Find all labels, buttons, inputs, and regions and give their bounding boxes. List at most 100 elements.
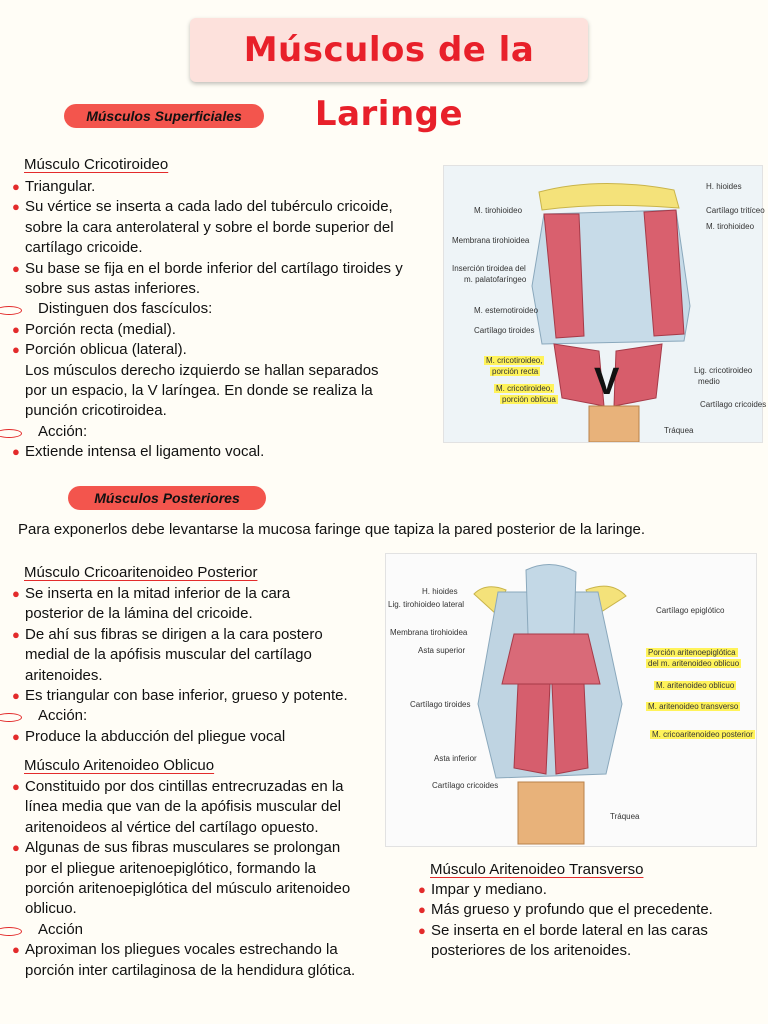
text-line: Acción:: [0, 706, 390, 726]
line-text: Los músculos derecho izquierdo se hallan…: [25, 361, 379, 379]
larynx-anterior-illustration: [531, 183, 691, 442]
figure-label: porción oblicua: [500, 395, 558, 404]
text-line: porción inter cartilaginosa de la hendid…: [10, 961, 390, 981]
line-text: Se inserta en la mitad inferior de la ca…: [25, 585, 291, 602]
line-text: Más grueso y profundo que el precedente.: [431, 901, 713, 919]
heading-cricoaritenoideo-posterior: Músculo Cricoaritenoideo Posterior: [24, 564, 258, 581]
figure-label: m. palatofaríngeo: [464, 275, 527, 284]
figure-label: Cartílago epiglótico: [656, 606, 725, 615]
line-text: por el pliegue aritenoepiglótico, forman…: [25, 859, 317, 877]
line-text: posterior de la lámina del cricoide.: [25, 605, 253, 623]
text-line: punción cricotiroidea.: [10, 401, 450, 421]
line-text: posteriores de los aritenoides.: [431, 942, 632, 960]
text-line: ● Triangular.: [10, 177, 450, 197]
text-line: medial de la apófisis muscular del cartí…: [10, 645, 390, 665]
bullet-icon: ●: [418, 902, 426, 918]
intro-posteriores: Para exponerlos debe levantarse la mucos…: [18, 521, 646, 538]
line-text: Porción oblicua (lateral).: [25, 341, 187, 359]
text-line: sobre la cara anterolateral y sobre el b…: [10, 218, 450, 238]
text-line: aritenoides.: [10, 666, 390, 686]
figure-label: Cartílago tritíceo: [706, 206, 765, 215]
line-text: oblicuo.: [25, 900, 77, 918]
text-line: ● Porción oblicua (lateral).: [10, 340, 450, 360]
text-line: por el pliegue aritenoepiglótico, forman…: [10, 859, 390, 879]
line-text: aritenoideos al vértice del cartílago op…: [25, 818, 319, 836]
text-line: ●Su base se fija en el borde inferior de…: [10, 259, 450, 279]
line-text: Su vértice se inserta a cada lado del tu…: [25, 198, 393, 216]
figure-label: M. cricotiroideo,: [494, 384, 555, 393]
bullet-icon: ●: [12, 942, 20, 958]
figure-label: Asta superior: [418, 646, 466, 655]
text-line: ●Constituido por dos cintillas entrecruz…: [10, 777, 390, 797]
bullet-icon: ●: [12, 179, 20, 194]
bullet-icon: ●: [12, 626, 20, 642]
line-text: cartílago cricoide.: [25, 239, 143, 257]
bullet-icon: ●: [12, 688, 20, 704]
line-text: Produce la abducción del pliegue vocal: [25, 727, 286, 745]
bullet-icon: ●: [12, 199, 20, 215]
text-line: sobre sus astas inferiores.: [10, 279, 450, 299]
bullet-icon: ●: [12, 779, 20, 794]
figure-label: del m. aritenoideo oblicuo: [646, 659, 742, 668]
text-line: ● Es triangular con base inferior, grueso…: [10, 686, 390, 706]
figure-label: M. tirohioideo: [706, 222, 755, 231]
section-pill-superficiales: Músculos Superficiales: [64, 104, 264, 128]
figure-label: medio: [698, 377, 720, 386]
figure-label: M. aritenoideo oblicuo: [654, 681, 737, 690]
figure-label: Lig. tirohioideo lateral: [388, 600, 465, 609]
text-line: por un espacio, la V laríngea. En donde …: [10, 381, 450, 401]
line-text: sobre sus astas inferiores.: [25, 280, 201, 298]
figure-label: Cartílago cricoides: [700, 400, 767, 409]
figure-label: porción recta: [490, 367, 541, 376]
line-text: De ahí sus fibras se dirigen a la cara p…: [25, 625, 323, 643]
line-text: Extiende intensa el ligamento vocal.: [25, 443, 265, 461]
text-line: ● Se inserta en la mitad inferior de la c…: [10, 584, 390, 604]
line-text: Su base se fija en el borde inferior del…: [25, 259, 403, 277]
figure-label: Lig. cricotiroideo: [694, 366, 753, 375]
line-text: sobre la cara anterolateral y sobre el b…: [25, 218, 394, 236]
figure-label: M. tirohioideo: [474, 206, 523, 215]
line-text: Es triangular con base inferior, grueso …: [25, 687, 348, 705]
text-cricoaritenoideo-posterior: ● Se inserta en la mitad inferior de la c…: [0, 584, 390, 747]
line-text: Impar y mediano.: [431, 881, 547, 898]
larynx-posterior-illustration: [473, 564, 627, 845]
figure-label: M. esternotiroideo: [474, 306, 539, 315]
figure-label: M. cricoaritenoideo posterior: [650, 730, 755, 739]
text-line: cartílago cricoide.: [10, 238, 450, 258]
line-text: aritenoides.: [25, 666, 103, 684]
text-line: aritenoideos al vértice del cartílago op…: [10, 818, 390, 838]
bullet-icon: ●: [12, 444, 20, 460]
text-line: línea media que van de la apófisis muscu…: [10, 797, 390, 817]
text-line: ●Porción recta (medial).: [10, 320, 450, 340]
text-line: Los músculos derecho izquierdo se hallan…: [10, 361, 450, 381]
heading-aritenoideo-transverso: Músculo Aritenoideo Transverso: [430, 861, 644, 878]
text-line: porción aritenoepiglótica del músculo ar…: [10, 879, 390, 899]
text-line: posteriores de los aritenoides.: [416, 941, 756, 961]
line-text: Acción:: [38, 422, 88, 440]
line-text: línea media que van de la apófisis muscu…: [25, 798, 342, 816]
figure-label: H. hioides: [422, 587, 458, 596]
text-line: ●Impar y mediano.: [416, 880, 756, 900]
heading-cricotiroideo: Músculo Cricotiroideo: [24, 156, 169, 173]
text-cricotiroideo: ● Triangular. ● Su vértice se inserta a cad…: [0, 177, 450, 463]
figure-label: Tráquea: [664, 426, 694, 435]
line-text: Acción: [38, 920, 84, 938]
title-box: Músculos de la Laringe: [190, 18, 588, 134]
bullet-icon: ●: [12, 342, 20, 358]
oval-marker-icon: [0, 306, 22, 316]
line-text: Distinguen dos fascículos:: [38, 300, 213, 318]
line-text: Triangular.: [25, 178, 96, 195]
line-text: Se inserta en el borde lateral en las ca…: [431, 921, 708, 939]
text-line: ●Aproximan los pliegues vocales estrecha…: [10, 940, 390, 960]
text-line: ● Su vértice se inserta a cada lado del t…: [10, 197, 450, 217]
oval-marker-icon: [0, 713, 22, 723]
bullet-icon: ●: [12, 586, 20, 601]
section-pill-posteriores: Músculos Posteriores: [68, 486, 266, 510]
oval-marker-icon: [0, 428, 22, 438]
figure-label: Inserción tiroidea del: [452, 264, 526, 273]
text-line: ●Se inserta en el borde lateral en las c…: [416, 921, 756, 941]
bullet-icon: ●: [12, 840, 20, 856]
bullet-icon: ●: [12, 728, 20, 744]
line-text: Porción recta (medial).: [25, 320, 176, 338]
text-line: Acción: [0, 920, 390, 940]
